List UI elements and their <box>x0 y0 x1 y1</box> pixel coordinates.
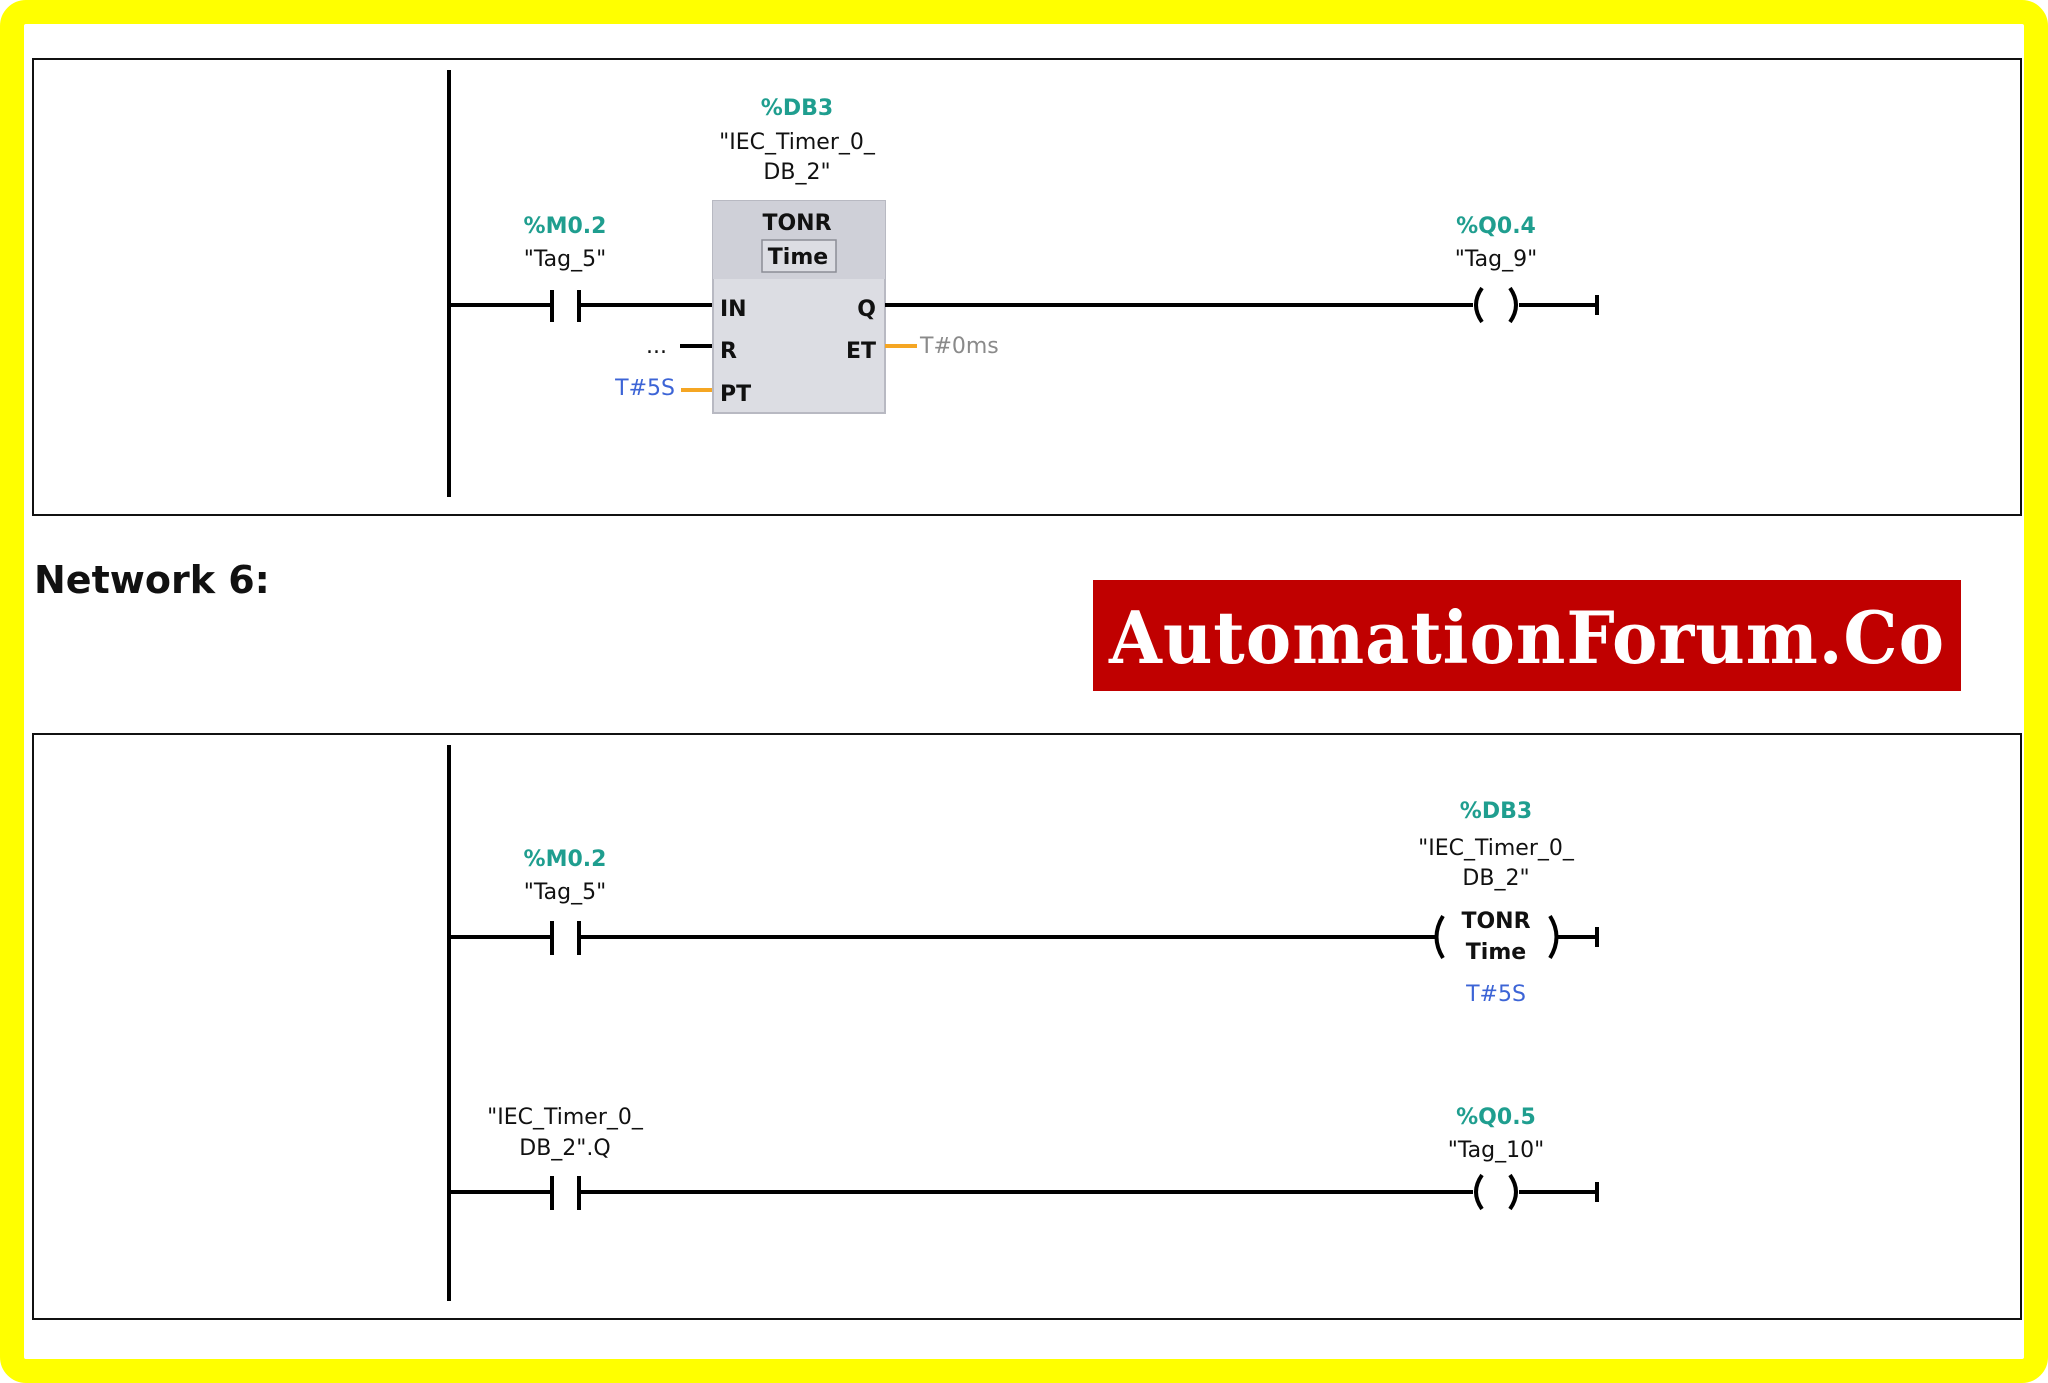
pin-pt: PT <box>720 382 751 407</box>
coil-left-arc <box>1474 1173 1484 1211</box>
timer-coil-preset: T#5S <box>1465 982 1526 1007</box>
network-5: %M0.2 "Tag_5" ... T#5S %DB3 "IEC_Timer_0… <box>32 58 2022 516</box>
timer-db-name-line2: DB_2" <box>763 160 830 185</box>
timer-time-label: Time <box>768 245 828 270</box>
tonr-timer-coil[interactable] <box>1434 914 1559 960</box>
pin-et: ET <box>846 339 876 364</box>
network-6: %M0.2 "Tag_5" TONR Time %DB3 "IEC_Timer_… <box>32 733 2022 1320</box>
contact-tag-line2: DB_2".Q <box>519 1136 610 1161</box>
tonr-timer-block[interactable] <box>712 200 886 414</box>
contact-tag: "Tag_5" <box>524 880 606 905</box>
contact-address: %M0.2 <box>524 847 607 872</box>
watermark-background <box>1093 580 1961 691</box>
timer-coil-db-name-line2: DB_2" <box>1462 866 1529 891</box>
network-5-box <box>32 58 2022 516</box>
timer-coil-type: TONR <box>1461 909 1530 934</box>
et-output-value: T#0ms <box>919 334 999 359</box>
contact-address: %M0.2 <box>524 214 607 239</box>
coil-q0-5[interactable] <box>1474 1173 1518 1211</box>
coil-right-arc <box>1508 1173 1518 1211</box>
coil-right-arc <box>1508 286 1518 324</box>
timer-coil-time-label: Time <box>1466 940 1526 965</box>
r-input-value: ... <box>646 334 667 359</box>
time-label-box <box>761 239 837 273</box>
pin-in: IN <box>720 297 747 322</box>
watermark-text: AutomationForum.Co <box>1108 595 1945 680</box>
contact-tag-line1: "IEC_Timer_0_ <box>487 1105 644 1130</box>
coil-right-arc <box>1548 914 1559 960</box>
coil-q0-4[interactable] <box>1474 286 1518 324</box>
coil-tag: "Tag_9" <box>1455 247 1537 272</box>
coil-left-arc <box>1474 286 1484 324</box>
watermark-logo: AutomationForum.Co <box>1093 580 1961 691</box>
pt-input-value: T#5S <box>614 376 675 401</box>
coil-address: %Q0.5 <box>1456 1105 1536 1130</box>
timer-coil-db-name-line1: "IEC_Timer_0_ <box>1418 836 1575 861</box>
coil-address: %Q0.4 <box>1456 214 1536 239</box>
network-6-box <box>32 733 2022 1320</box>
pin-q: Q <box>857 297 876 322</box>
contact-tag: "Tag_5" <box>524 247 606 272</box>
coil-tag: "Tag_10" <box>1448 1138 1544 1163</box>
coil-left-arc <box>1434 914 1445 960</box>
timer-coil-db-address: %DB3 <box>1460 799 1532 824</box>
timer-db-address: %DB3 <box>761 96 833 121</box>
pin-r: R <box>720 339 737 364</box>
network-6-heading: Network 6: <box>34 558 270 602</box>
timer-db-name-line1: "IEC_Timer_0_ <box>719 130 876 155</box>
timer-type: TONR <box>762 211 831 236</box>
